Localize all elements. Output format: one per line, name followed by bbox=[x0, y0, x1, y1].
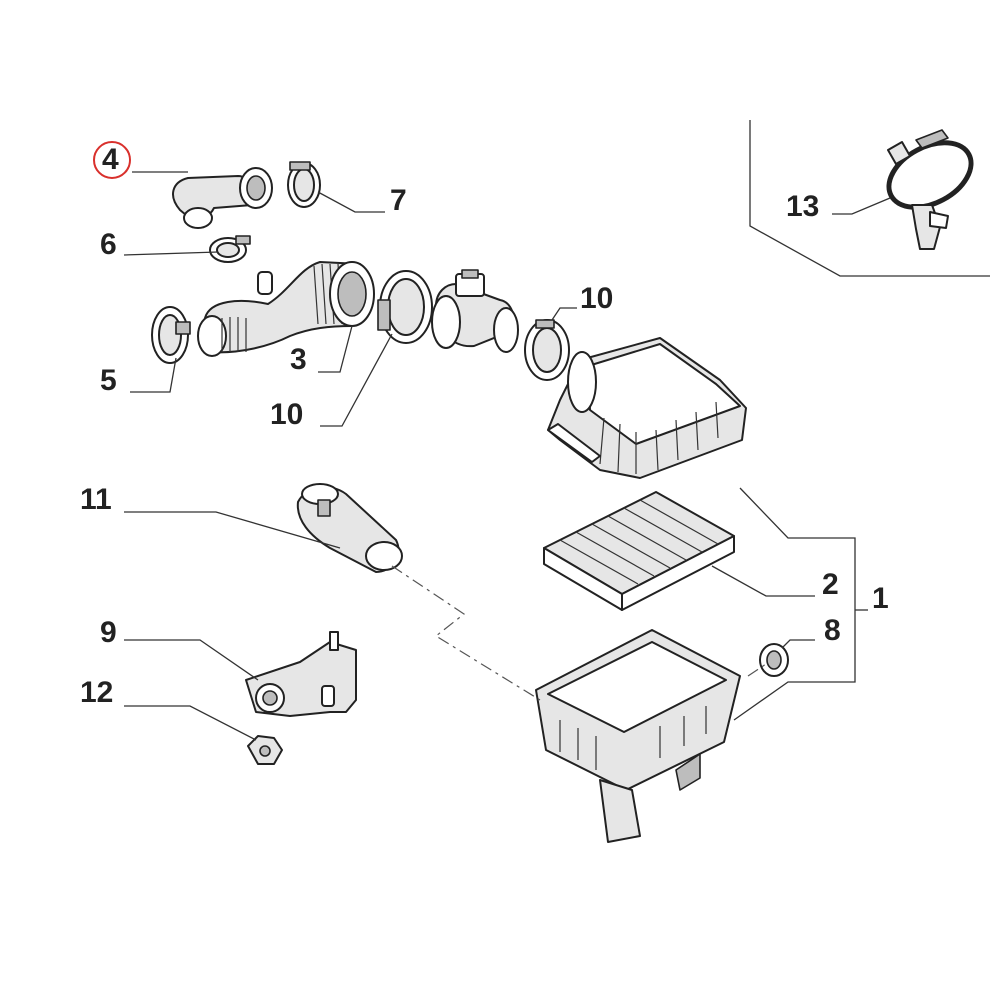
callout-12: 12 bbox=[80, 676, 114, 709]
part-9-bracket bbox=[245, 631, 357, 717]
inset-frame bbox=[749, 120, 990, 277]
callout-5: 5 bbox=[100, 364, 117, 397]
callout-10-left: 10 bbox=[270, 398, 304, 431]
callout-3: 3 bbox=[290, 343, 307, 376]
callout-6: 6 bbox=[100, 228, 117, 261]
part-11-intake-duct bbox=[296, 483, 403, 573]
callout-13: 13 bbox=[786, 190, 820, 223]
part-13-strap-clamp bbox=[886, 129, 974, 250]
part-7-clamp bbox=[287, 161, 321, 208]
air-mass-meter bbox=[431, 269, 519, 353]
callout-2: 2 bbox=[822, 568, 839, 601]
part-6-clamp bbox=[209, 235, 251, 263]
leader-lines bbox=[123, 171, 891, 741]
part-4-hose bbox=[172, 167, 273, 229]
part-5-clamp bbox=[151, 306, 191, 364]
part-3-duct bbox=[197, 261, 375, 357]
callout-11: 11 bbox=[80, 483, 112, 516]
part-12-nut bbox=[247, 735, 283, 765]
callout-10-right: 10 bbox=[580, 282, 614, 315]
assembly-dash-line bbox=[391, 565, 541, 701]
air-box-lower bbox=[535, 629, 741, 843]
part-8-grommet bbox=[759, 643, 789, 677]
callout-9: 9 bbox=[100, 616, 117, 649]
part-2-filter-element bbox=[543, 491, 735, 611]
assembly-dash-line-8 bbox=[747, 663, 767, 677]
callout-7: 7 bbox=[390, 184, 407, 217]
callout-4: 4 bbox=[102, 143, 119, 176]
callout-4-highlight-ring bbox=[93, 141, 131, 179]
callout-1: 1 bbox=[872, 582, 889, 615]
part-10-clamp-left bbox=[377, 270, 433, 344]
callout-8: 8 bbox=[824, 614, 841, 647]
part-10-clamp-right bbox=[524, 319, 570, 381]
air-box-cover bbox=[547, 337, 747, 479]
